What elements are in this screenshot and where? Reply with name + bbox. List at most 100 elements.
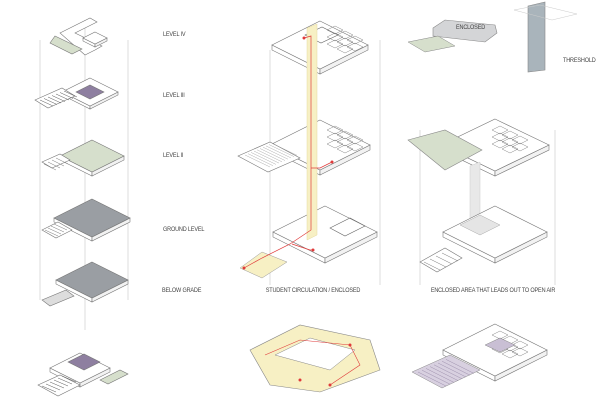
caption-student-circulation: STUDENT CIRCULATION / ENCLOSED	[265, 287, 361, 294]
step-line	[44, 229, 59, 237]
level-iv-green	[49, 35, 83, 55]
ground-steps	[41, 221, 73, 239]
stair-line	[253, 150, 280, 164]
level-iv-wing-top	[82, 31, 108, 45]
step-line	[51, 159, 65, 167]
step-line	[441, 252, 459, 262]
legend-threshold: THRESHOLD	[563, 57, 596, 64]
circ-composite-core	[274, 337, 356, 371]
label-level-ii: LEVEL II	[163, 152, 184, 159]
circ-iv-room	[336, 30, 354, 40]
circulation-path-ii	[311, 161, 333, 169]
circulation-point	[348, 343, 352, 347]
step-line	[53, 223, 68, 231]
below-grade-slab-top	[55, 261, 129, 299]
stair-line	[259, 148, 286, 161]
stair-line	[53, 379, 69, 387]
circ-ii-room	[326, 125, 344, 135]
circ-ii-room	[346, 135, 364, 145]
ramp-line	[421, 370, 451, 385]
stair-line	[250, 152, 277, 165]
below-grade-ramp	[41, 289, 75, 307]
circ-iv-room	[326, 32, 344, 42]
circ-iv-room	[346, 35, 364, 45]
step-line	[435, 255, 453, 265]
stair-line	[43, 98, 58, 105]
open-ii-room	[511, 135, 529, 145]
legend-enclosed-block	[432, 19, 498, 43]
step-line	[429, 258, 447, 268]
circ-ii-room	[336, 137, 354, 147]
open-air-composite-ramp	[411, 354, 481, 389]
open-ii-room	[511, 142, 529, 152]
circulation-point	[302, 36, 306, 40]
step-line	[423, 261, 441, 271]
label-ground-level: GROUND LEVEL	[163, 226, 205, 233]
open-air-composite-top	[442, 323, 548, 377]
legend-enclosed: ENCLOSED	[456, 24, 486, 31]
stair-line	[268, 144, 295, 157]
legend-green-ramp	[407, 35, 456, 53]
circ-ground-court	[329, 217, 366, 237]
open-ii-room	[501, 130, 519, 140]
stair-line	[49, 381, 65, 389]
stair-line	[247, 153, 274, 166]
circulation-point	[328, 383, 332, 387]
stair-line	[63, 90, 78, 98]
open-ii-room	[501, 137, 519, 147]
circ-ii-room	[336, 130, 354, 140]
stair-line	[57, 377, 73, 385]
ramp-line	[445, 359, 475, 374]
stair-line	[256, 149, 283, 162]
stair-line	[265, 145, 292, 159]
circ-ii-room	[326, 132, 344, 142]
step-line	[50, 225, 65, 233]
ramp-line	[425, 368, 455, 383]
circulation-point	[330, 160, 334, 164]
stair-line	[61, 375, 77, 383]
stair-line	[271, 143, 298, 156]
circ-ground-top	[272, 205, 378, 259]
open-ii-room	[491, 132, 509, 142]
open-air-level-ii-top	[440, 118, 550, 172]
label-level-iv: LEVEL IV	[163, 31, 186, 38]
open-ii-room	[501, 144, 519, 154]
stair-line	[45, 383, 61, 391]
level-iii-purple	[75, 84, 105, 100]
composite-stairs	[37, 374, 81, 397]
circ-ii-room	[326, 139, 344, 149]
open-air-lobby	[459, 214, 501, 236]
stair-line	[59, 92, 74, 99]
open-comp-room	[511, 340, 529, 350]
open-air-green-deck	[407, 129, 483, 171]
open-ii-room	[491, 139, 509, 149]
step-line	[55, 157, 69, 165]
stair-line	[47, 96, 62, 104]
circulation-path	[243, 35, 312, 269]
caption-open-air: ENCLOSED AREA THAT LEADS OUT TO OPEN AIR	[430, 287, 556, 294]
ramp-line	[429, 366, 459, 381]
stair-line	[262, 147, 289, 160]
ramp-line	[433, 364, 463, 379]
open-air-steps	[419, 247, 463, 273]
circ-iv-room	[346, 42, 364, 52]
circ-iv-room	[326, 39, 344, 49]
circ-ii-room	[336, 144, 354, 154]
legend-threshold-column	[527, 1, 546, 73]
stair-line	[244, 154, 271, 168]
stair-line	[39, 99, 54, 107]
open-ii-room	[491, 125, 509, 135]
circ-level-iv-top	[271, 20, 369, 70]
open-air-ground-top	[442, 205, 548, 259]
step-line	[43, 163, 57, 171]
level-ii-slab-top	[59, 139, 125, 173]
circ-iv-room	[326, 25, 344, 35]
circulation-shaft	[306, 23, 318, 241]
stair-line	[41, 385, 57, 393]
composite-green	[99, 369, 129, 385]
circ-ii-stair-deck	[237, 141, 301, 173]
ground-level-slab-top	[53, 198, 131, 238]
level-ii-steps	[41, 153, 71, 169]
circ-iv-room	[336, 44, 354, 54]
